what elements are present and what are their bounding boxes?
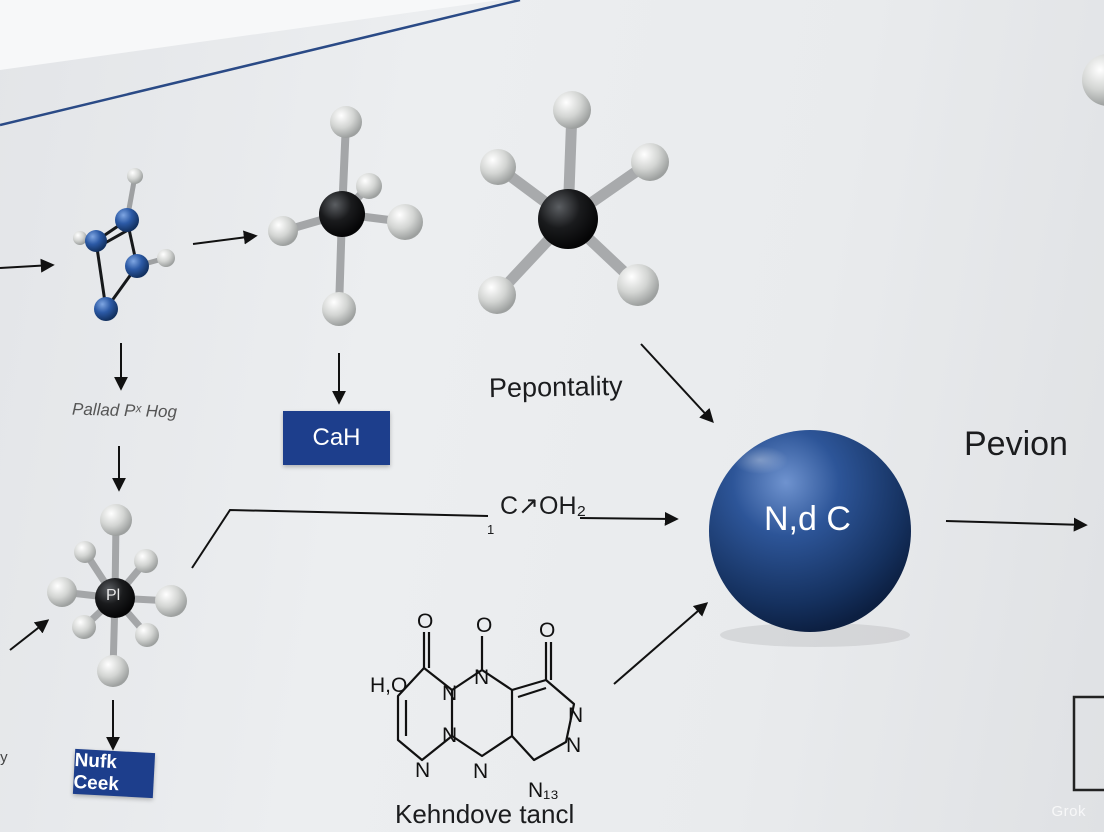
n-atom: [85, 230, 107, 252]
n-atom: [94, 297, 118, 321]
h-atom: [356, 173, 382, 199]
h-atom: [330, 106, 362, 138]
atom-o-1: O: [417, 610, 433, 633]
atom-o-3: O: [539, 619, 555, 642]
h-atom: [73, 231, 87, 245]
arrow-left-in: [0, 258, 55, 273]
box-nufk-ceek: Nufk Ceek: [72, 748, 156, 799]
structure-atoms: O O O H,O N N N N N N N N₁₃: [370, 610, 583, 802]
line-pl-to-formula: [191, 508, 489, 569]
n-atom: [125, 254, 149, 278]
wall-highlight: [0, 0, 500, 70]
atom-n-3: N: [568, 704, 583, 727]
atom-o-2: O: [476, 614, 492, 637]
h-atom: [155, 585, 187, 617]
h-atom: [617, 264, 659, 306]
atom-n-7: N: [442, 724, 457, 747]
label-pevion: Pevion: [964, 425, 1068, 463]
arrow-sphere-to-pevion: [945, 517, 1088, 532]
c-atom: [538, 189, 598, 249]
h-atom: [387, 204, 423, 240]
methane-molecule: [268, 106, 423, 326]
n-atom: [115, 208, 139, 232]
h-atom: [553, 91, 591, 129]
label-formula: C↗OH₂: [500, 492, 587, 520]
h-atom: [157, 249, 175, 267]
h-atom: [97, 655, 129, 687]
atom-n-4: N: [566, 734, 581, 757]
h-atom: [268, 216, 298, 246]
h-atom: [47, 577, 77, 607]
pl-atom: [95, 578, 135, 618]
h-atom: [100, 504, 132, 536]
octahedral-pl-molecule: [47, 504, 187, 687]
arrow-pepontality-to-sphere: [640, 343, 714, 424]
label-pl: Pl: [106, 587, 121, 604]
h-atom: [480, 149, 516, 185]
watermark: Grok: [1051, 803, 1086, 820]
box-cah: CaH: [283, 411, 390, 465]
arrow-formula-to-sphere: [579, 511, 679, 526]
edge-atom: [1082, 54, 1104, 106]
atom-n-2: N: [474, 666, 489, 689]
ring-molecule: [73, 168, 175, 321]
arrow-ring-to-ch4: [192, 230, 258, 245]
h-atom: [134, 549, 158, 573]
arrow-structure-to-sphere: [613, 602, 709, 685]
h-atom: [322, 292, 356, 326]
h-atom: [478, 276, 516, 314]
board-top-edge: [0, 0, 521, 127]
h-atom: [74, 541, 96, 563]
atom-n-1: N: [442, 682, 457, 705]
label-left-edge: ty: [0, 749, 8, 766]
fused-ring-structure: [396, 632, 576, 762]
central-sphere: [709, 430, 911, 647]
arrows: [0, 230, 1088, 751]
label-formula-index: 1: [487, 522, 495, 537]
c-atom: [319, 191, 365, 237]
h-atom: [135, 623, 159, 647]
h-atom: [72, 615, 96, 639]
atom-n-5: N: [415, 759, 430, 782]
label-pepontality: Pepontality: [488, 370, 623, 404]
sphere-label: N,d C: [764, 500, 851, 538]
edge-frame: [1072, 695, 1104, 792]
atom-n-6: N: [473, 760, 488, 783]
atom-ho: H,O: [370, 674, 407, 697]
tetrahedral-molecule: [478, 91, 669, 314]
atom-n13: N₁₃: [528, 779, 559, 802]
h-atom: [631, 143, 669, 181]
label-bottom: Kehndove tancl: [395, 799, 575, 829]
label-hog: Pallad Pˣ Hog: [71, 399, 178, 422]
arrow-left-lower: [9, 619, 50, 651]
h-atom: [127, 168, 143, 184]
